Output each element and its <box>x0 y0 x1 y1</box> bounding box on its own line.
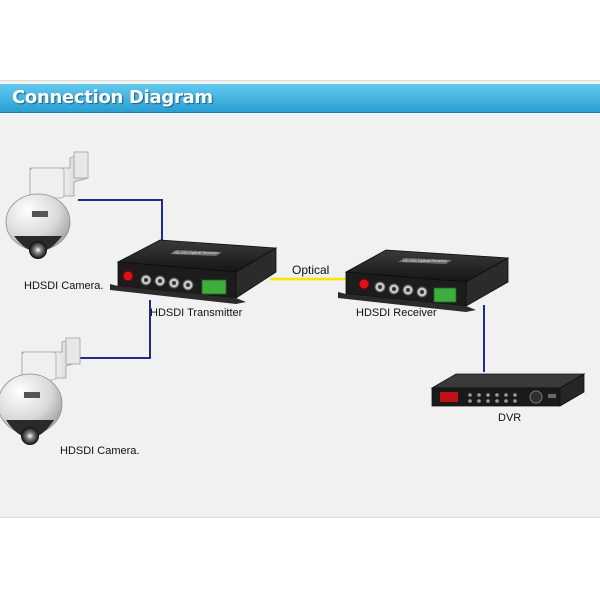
dvr-recorder-icon <box>430 373 586 407</box>
section-header: Connection Diagram <box>0 84 600 113</box>
bnc-connectors <box>374 281 428 298</box>
bnc-connectors <box>140 274 194 291</box>
camera-top <box>5 151 89 259</box>
video-cables <box>78 199 485 372</box>
optical-label: Optical <box>292 263 330 277</box>
camera-bottom-label: HDSDI Camera. <box>60 445 140 457</box>
diagram-panel <box>0 80 600 518</box>
camera-bottom <box>0 337 81 445</box>
receiver-label: HDSDI Receiver <box>356 307 437 319</box>
fiber-transmitter-icon: HD-SDI Optical Receiver <box>110 239 278 304</box>
transmitter-label: HDSDI Transmitter <box>150 307 243 319</box>
cable-camera-top <box>78 199 163 248</box>
dvr-device <box>430 373 586 407</box>
terminal-block <box>433 287 457 303</box>
dvr-label: DVR <box>498 412 522 424</box>
transmitter-panel-text: HD-SDI Optical Receiver <box>174 250 219 255</box>
terminal-block <box>201 279 227 295</box>
cable-camera-bottom <box>78 300 151 359</box>
receiver-device: HD-SDI Optical Receiver <box>338 249 510 312</box>
page-title: Connection Diagram <box>12 87 213 108</box>
transmitter-device: HD-SDI Optical Receiver <box>110 239 278 304</box>
fiber-receiver-icon: HD-SDI Optical Receiver <box>338 249 510 312</box>
receiver-panel-text: HD-SDI Optical Receiver <box>403 258 448 263</box>
camera-top-label: HDSDI Camera. <box>24 280 104 292</box>
ptz-dome-camera-icon <box>5 151 89 259</box>
ptz-dome-camera-icon <box>0 337 81 445</box>
